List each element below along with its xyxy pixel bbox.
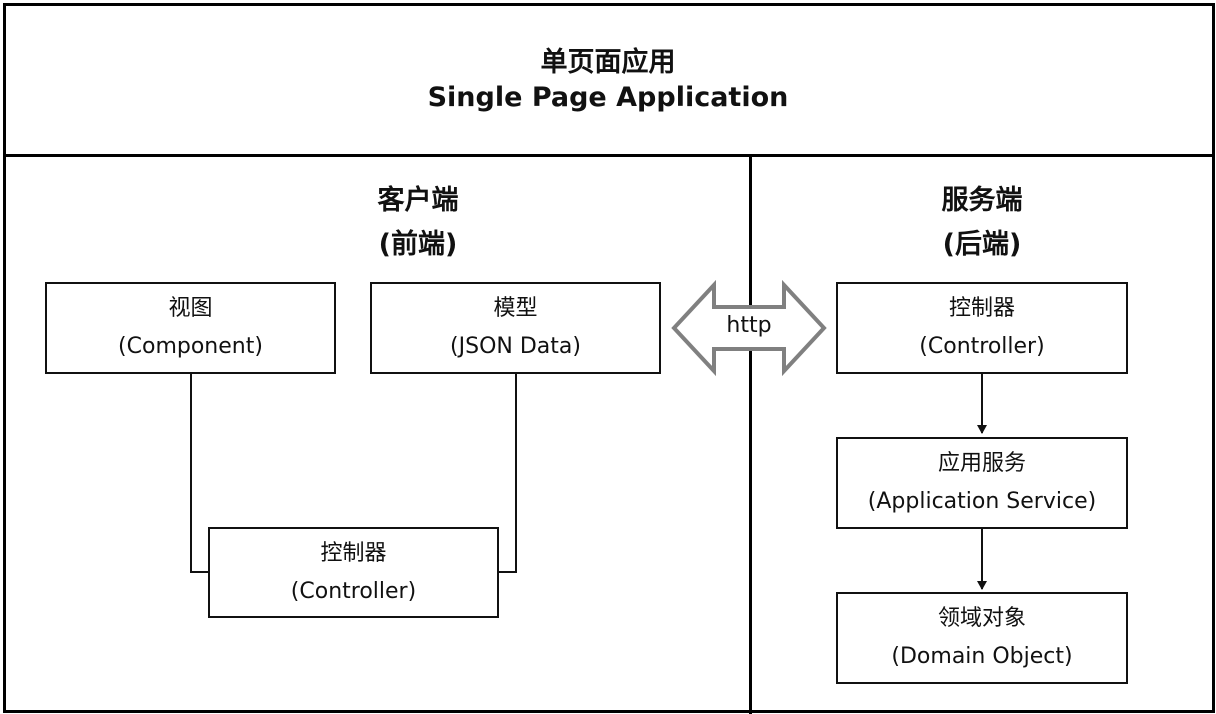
model-label-en: (JSON Data) <box>450 334 581 359</box>
domain-object-box: 领域对象 (Domain Object) <box>836 592 1128 684</box>
diagram-title-en: Single Page Application <box>427 82 789 113</box>
client-controller-label-zh: 控制器 <box>320 540 387 566</box>
app-service-label-zh: 应用服务 <box>937 451 1026 476</box>
client-controller-box: 控制器 (Controller) <box>208 527 499 618</box>
model-label-zh: 模型 <box>493 296 538 321</box>
client-subtitle: (前端) <box>378 229 458 260</box>
client-title: 客户端 <box>377 185 459 216</box>
client-model-box: 模型 (JSON Data) <box>370 282 661 374</box>
server-subtitle: (后端) <box>942 229 1022 260</box>
http-label: http <box>726 313 772 338</box>
client-view-box: 视图 (Component) <box>45 282 336 374</box>
domain-object-label-zh: 领域对象 <box>937 606 1026 631</box>
view-label-en: (Component) <box>118 334 263 359</box>
header-divider <box>3 154 1215 157</box>
domain-object-label-en: (Domain Object) <box>891 644 1073 669</box>
section-divider <box>749 154 752 714</box>
diagram-title-zh: 单页面应用 <box>540 47 676 78</box>
app-service-box: 应用服务 (Application Service) <box>836 437 1128 529</box>
server-controller-label-en: (Controller) <box>919 334 1045 359</box>
http-double-arrow <box>671 279 827 377</box>
view-controller-connector <box>190 373 209 573</box>
server-controller-box: 控制器 (Controller) <box>836 282 1128 374</box>
view-label-zh: 视图 <box>168 296 213 321</box>
model-controller-connector <box>498 373 517 573</box>
server-title: 服务端 <box>941 185 1023 216</box>
client-controller-label-en: (Controller) <box>290 578 417 604</box>
app-service-label-en: (Application Service) <box>867 489 1097 514</box>
diagram-frame <box>3 3 1215 713</box>
server-controller-label-zh: 控制器 <box>948 296 1015 321</box>
